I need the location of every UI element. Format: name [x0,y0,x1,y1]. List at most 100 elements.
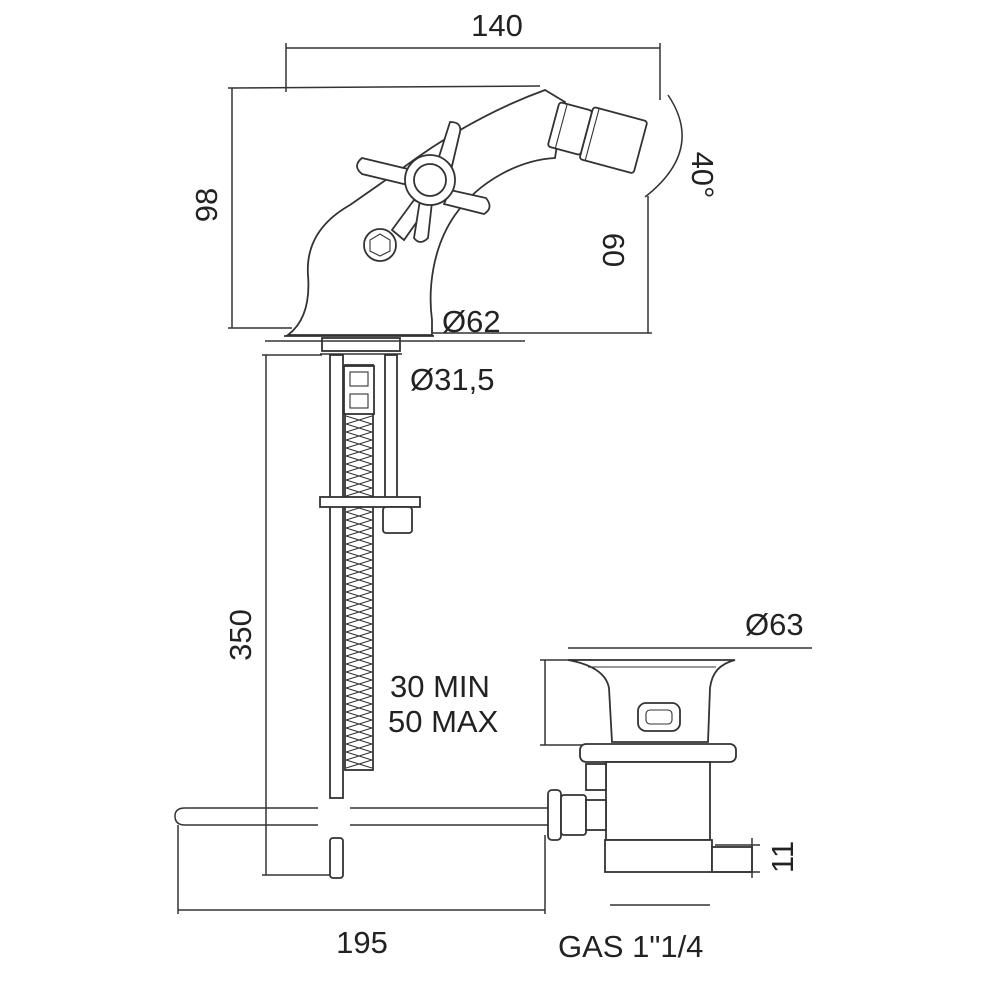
hose-braid-line [345,719,373,729]
hose-braid-line [345,743,373,753]
label-height-left: 98 [189,188,224,222]
label-waste-offset: 11 [765,841,800,873]
hose-braid-line [345,599,373,609]
hose-braid-line [345,423,373,433]
valve-nut-hex [369,233,391,257]
dimension-base-diameters: Ø62 Ø31,5 [265,304,525,397]
label-counter-min: 30 MIN [390,669,490,704]
hose-braid-line [345,455,373,465]
hose-braid-line [345,631,373,641]
waste-outlet-stub [711,846,753,873]
waste-bowl [567,659,736,743]
hose-braid-line [345,663,373,673]
label-width-top: 140 [471,8,523,43]
waste-slot-inner [645,709,673,725]
fixing-rod [329,354,344,799]
label-height-right: 60 [596,233,631,267]
connector-sleeve [585,799,607,831]
connector-nut [547,789,562,841]
hose-braid-line [345,487,373,497]
hose-braid-line [345,655,373,665]
ext-line-98-top [227,85,541,89]
nozzle-detail-line [554,103,568,149]
hose-fitting-detail [349,393,369,409]
hose-braid-line [345,431,373,441]
waste-tube [605,761,711,841]
hose-fitting [343,365,375,415]
dimension-angle: 40° [644,94,720,199]
hose-braid-line [345,535,373,545]
label-depth: 195 [336,925,388,960]
hose-braid-line [345,551,373,561]
dimension-waste-offset: 11 [715,838,800,878]
handle-arm-lower-right [442,188,491,215]
angle-arc [644,94,683,198]
hose-braid-line [345,447,373,457]
hose-braid-line [345,559,373,569]
dimension-depth: 195 [178,835,546,960]
label-waste-diameter: Ø63 [745,607,804,642]
supply-pipe [384,354,398,499]
hose-braid-line [345,527,373,537]
rod-below-counter [329,837,344,879]
hose-braid-line [345,415,373,425]
hose-braid-line [345,623,373,633]
nozzle-detail-line [584,108,600,161]
label-shank-diameter: Ø31,5 [410,362,494,397]
dimension-height-left: 98 [189,85,541,329]
hose-braid-line [345,591,373,601]
waste-lower-body [604,839,713,873]
waste-slot [637,702,681,732]
hose-braid-line [345,567,373,577]
valve-nut [363,228,397,262]
label-counter-max: 50 MAX [388,704,499,739]
spray-nozzle [547,101,648,174]
counter-thickness: 30 MIN 50 MAX [388,659,592,746]
hose-braid [345,415,373,769]
base-washer [321,337,401,352]
label-angle: 40° [685,152,720,199]
supply-assembly [319,354,421,799]
hose-braid-line [345,519,373,529]
dimension-height-right: 60 [430,196,652,334]
hose-braid-line [345,543,373,553]
dimension-width-top: 140 [285,8,661,100]
hose-braid-line [345,607,373,617]
nozzle-head [579,106,648,174]
connector-body [560,794,587,836]
hose-braid-line [345,639,373,649]
pop-up-waste: Ø63 [547,607,812,873]
handle-arm-lower [413,198,433,243]
hose-braid-line [345,759,373,769]
countertop [174,807,548,914]
hose-braid-line [345,463,373,473]
handle-arm-upper-left [356,157,413,188]
handle-hub-cap [413,163,447,197]
dimension-hose-length: 350 [223,354,330,876]
handle-arm-upper-right [436,121,462,168]
hose-braid-line [345,583,373,593]
hose-braid-line [345,439,373,449]
waste-collar [585,763,607,791]
hose-braid-line [345,679,373,689]
hose-braid-line [345,575,373,585]
hose-braid-line [345,703,373,713]
waste-flange [579,743,737,763]
label-hose-length: 350 [223,609,258,661]
label-base-diameter: Ø62 [442,304,501,339]
thread-spec: GAS 1"1/4 [558,904,710,964]
fixing-nut [382,506,413,534]
hose-braid-line [345,687,373,697]
hose-braid-line [345,735,373,745]
cross-handle [356,121,491,262]
hose-braid-line [345,615,373,625]
hose-braid-line [345,471,373,481]
countertop-left [174,807,318,826]
label-thread: GAS 1"1/4 [558,929,703,964]
hose-braid-line [345,479,373,489]
hose-braid-line [345,751,373,761]
fixing-washer [319,496,421,508]
hose-fitting-detail [349,371,369,387]
hose-braid-line [345,695,373,705]
